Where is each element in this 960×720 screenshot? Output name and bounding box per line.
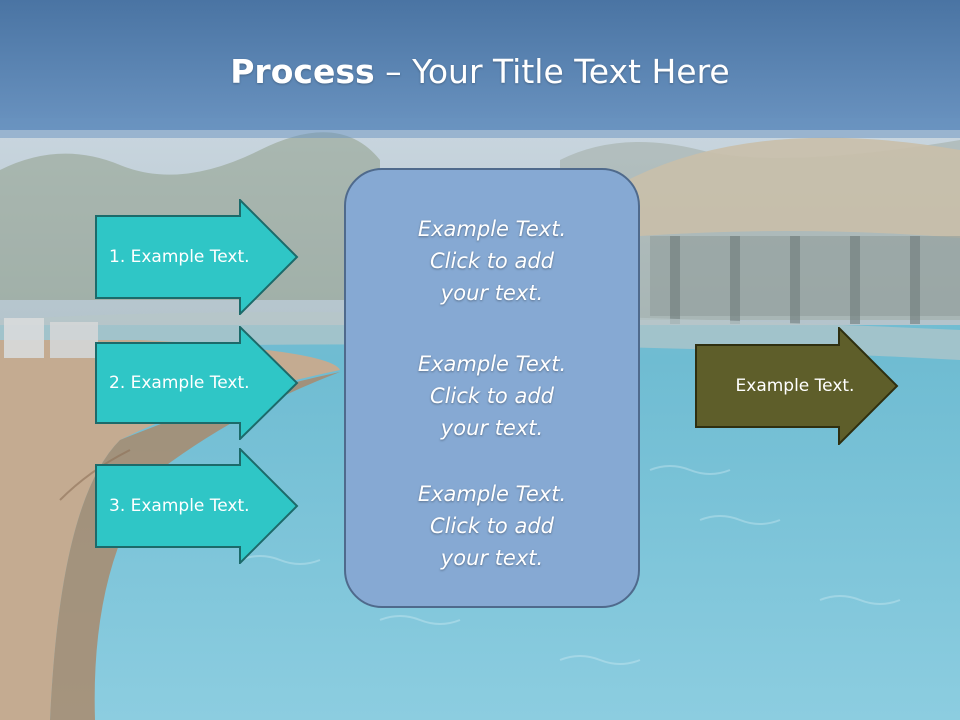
- step-arrow-3[interactable]: 3. Example Text.: [95, 448, 299, 564]
- arrow-right-icon: [95, 199, 299, 315]
- result-label: Example Text.: [735, 376, 855, 396]
- center-paragraph-1[interactable]: Example Text. Click to add your text.: [344, 213, 640, 309]
- paragraph-line: Example Text.: [417, 482, 567, 506]
- title-bold: Process: [230, 52, 375, 91]
- arrow-right-icon: [95, 448, 299, 564]
- title-rest: – Your Title Text Here: [374, 52, 730, 91]
- step-arrow-2[interactable]: 2. Example Text.: [95, 326, 299, 440]
- paragraph-line: your text.: [440, 416, 544, 440]
- result-arrow[interactable]: Example Text.: [695, 327, 899, 445]
- step-label-1: 1. Example Text.: [109, 247, 250, 267]
- paragraph-line: Example Text.: [417, 217, 567, 241]
- arrow-right-icon: [695, 327, 899, 445]
- step-label-3: 3. Example Text.: [109, 496, 250, 516]
- step-arrow-1[interactable]: 1. Example Text.: [95, 199, 299, 315]
- center-paragraph-3[interactable]: Example Text. Click to add your text.: [344, 478, 640, 574]
- slide-title: Process – Your Title Text Here: [0, 52, 960, 91]
- paragraph-line: Click to add: [429, 384, 554, 408]
- step-label-2: 2. Example Text.: [109, 373, 250, 393]
- center-text-box[interactable]: [344, 168, 640, 608]
- paragraph-line: Click to add: [429, 249, 554, 273]
- paragraph-line: your text.: [440, 281, 544, 305]
- paragraph-line: Example Text.: [417, 352, 567, 376]
- arrow-right-icon: [95, 326, 299, 440]
- paragraph-line: your text.: [440, 546, 544, 570]
- paragraph-line: Click to add: [429, 514, 554, 538]
- center-paragraph-2[interactable]: Example Text. Click to add your text.: [344, 348, 640, 444]
